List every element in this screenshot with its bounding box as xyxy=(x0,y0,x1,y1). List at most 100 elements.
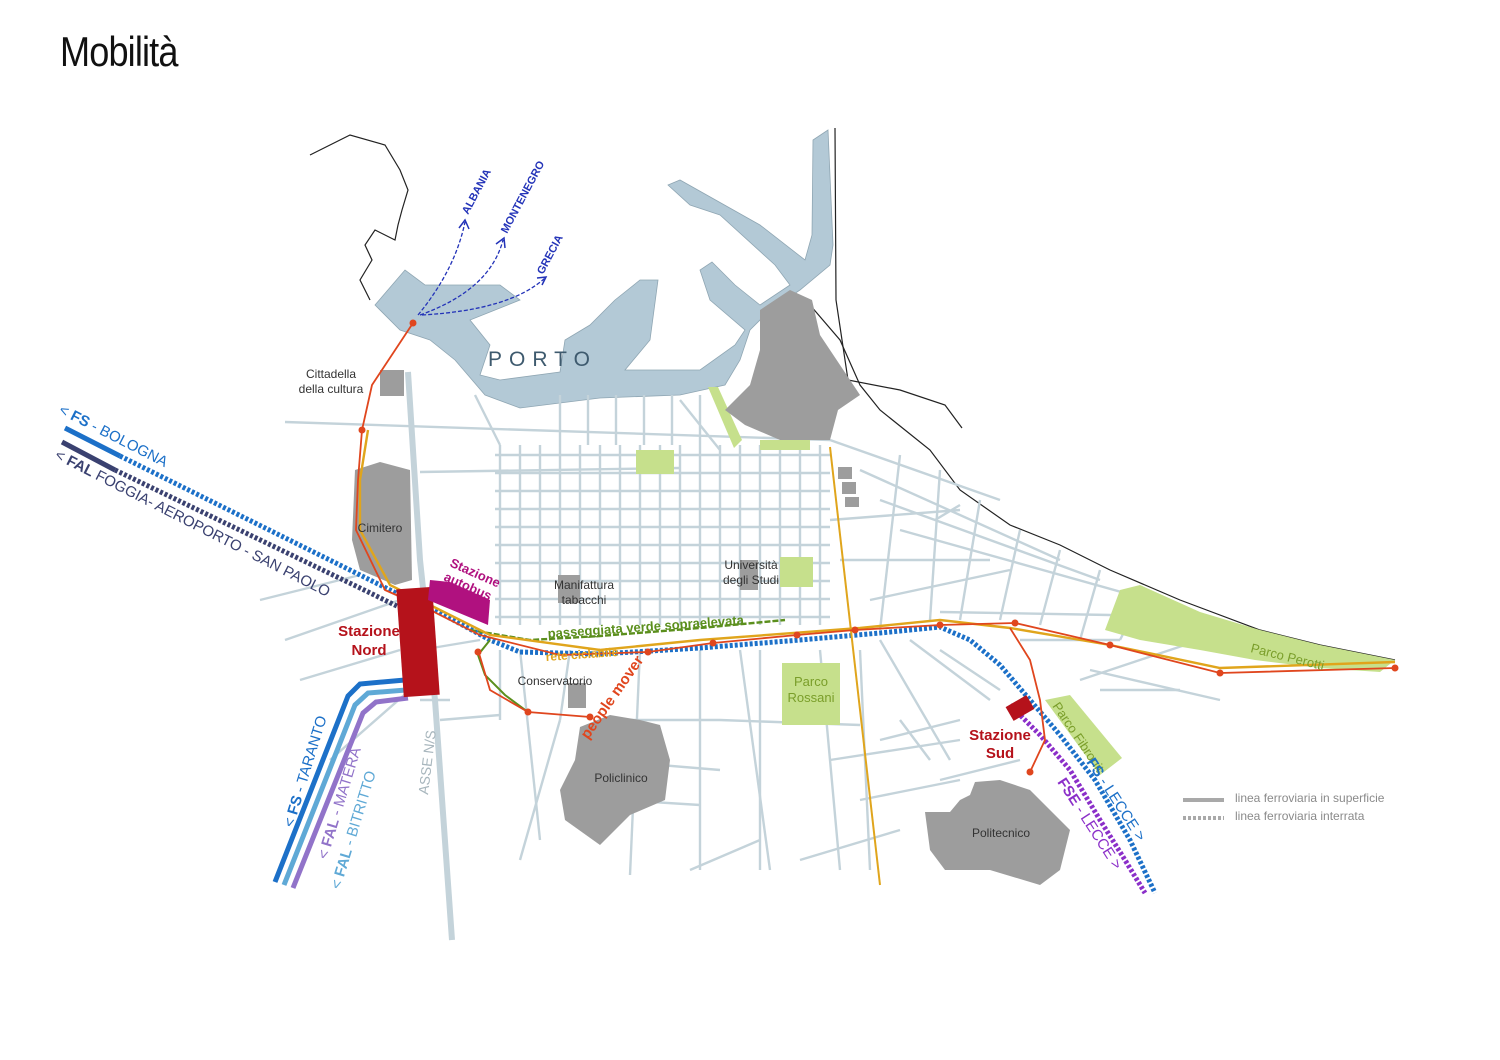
building-policlinico xyxy=(560,715,670,845)
building-small-1 xyxy=(838,467,852,479)
ferry-label-albania: ALBANIA xyxy=(460,167,494,216)
street xyxy=(878,454,902,631)
stazione-nord-label-line2: Nord xyxy=(352,642,387,659)
ferry-arrowheads xyxy=(458,218,548,286)
park-fibronit xyxy=(1045,695,1122,775)
rail-fal-matera xyxy=(281,687,407,886)
ferry-label-montenegro: MONTENEGRO xyxy=(499,159,547,236)
stazione-nord-marker[interactable] xyxy=(396,586,440,698)
people-mover-south xyxy=(477,649,591,718)
arrow-icon xyxy=(536,276,548,286)
street xyxy=(879,498,1101,582)
street xyxy=(738,649,772,871)
building-politecnico xyxy=(925,780,1070,885)
street xyxy=(299,648,401,682)
surface-rail xyxy=(60,425,409,889)
street xyxy=(909,639,991,701)
building-fiera xyxy=(725,290,860,440)
street xyxy=(689,838,761,872)
stop-cittadella[interactable] xyxy=(358,426,366,434)
street xyxy=(899,528,1151,602)
park-coast-strip xyxy=(708,387,742,448)
street xyxy=(958,499,982,621)
park-universita xyxy=(780,557,813,587)
stazione-autobus-marker[interactable] xyxy=(428,580,490,625)
people-mover-stops xyxy=(358,319,1399,776)
ferry-route-albania xyxy=(417,221,466,316)
street xyxy=(939,610,1111,617)
street xyxy=(829,738,961,762)
stop-centro-3[interactable] xyxy=(793,631,801,639)
building-small-2 xyxy=(842,482,856,494)
fal-foggia-rest: FOGGIA- AEROPORTO - SAN PAOLO xyxy=(89,465,333,600)
stop-conservatorio[interactable] xyxy=(474,648,482,656)
stazione-sud-label-line2: Sud xyxy=(986,745,1014,762)
street xyxy=(1038,549,1062,626)
street xyxy=(879,718,961,742)
street xyxy=(439,713,501,722)
legend-underground-label: linea ferroviaria interrata xyxy=(1235,809,1365,823)
stop-porto[interactable] xyxy=(409,319,417,327)
stop-south-1[interactable] xyxy=(524,708,532,716)
fs-taranto-brand: FS xyxy=(284,793,306,816)
rail-fse-underground xyxy=(1008,703,1148,895)
stazione-sud-label-line1: Stazione xyxy=(969,727,1031,744)
stop-centro-1[interactable] xyxy=(644,648,652,656)
legend-surface-label: linea ferroviaria in superficie xyxy=(1235,791,1385,805)
asse-label: ASSE N/S xyxy=(415,729,439,795)
legend: linea ferroviaria in superficie linea fe… xyxy=(1183,791,1385,823)
rail-fal-foggia-surface xyxy=(60,439,117,473)
manifattura-label-line2: tabacchi xyxy=(562,593,607,607)
people-mover-line xyxy=(355,322,1396,674)
stop-centro-4[interactable] xyxy=(851,626,859,634)
coastline-mole xyxy=(834,127,963,429)
street xyxy=(518,649,542,841)
street xyxy=(558,649,572,721)
porto-label: PORTO xyxy=(488,348,597,371)
stop-perotti-2[interactable] xyxy=(1216,669,1224,677)
politecnico-label: Politecnico xyxy=(972,826,1030,840)
rail-fs-bologna-surface xyxy=(63,425,122,459)
building-small-3 xyxy=(845,497,859,507)
universita-label-line1: Università xyxy=(724,558,778,572)
street xyxy=(859,778,961,802)
street xyxy=(284,598,401,642)
stop-south-2[interactable] xyxy=(586,713,594,721)
street xyxy=(799,828,901,862)
people-mover-sud xyxy=(1009,627,1046,773)
street xyxy=(829,438,1001,502)
stop-perotti-3[interactable] xyxy=(1391,664,1399,672)
building-universita xyxy=(740,560,758,590)
street xyxy=(1078,569,1102,641)
cittadella-label-line2: della cultura xyxy=(299,382,364,396)
parco-rossani-label-line1: Parco xyxy=(794,674,828,689)
coastline-east xyxy=(809,304,1396,661)
arrow-icon xyxy=(458,218,470,230)
street xyxy=(259,573,361,602)
rail-fs-bologna-underground xyxy=(118,453,412,603)
park-perotti xyxy=(1105,585,1395,672)
stop-centro-2[interactable] xyxy=(709,639,717,647)
park-rossani xyxy=(782,663,840,725)
ferry-route-grecia xyxy=(421,277,546,316)
rail-fal-foggia-underground xyxy=(113,467,407,613)
park-near-fiera xyxy=(760,440,810,450)
stop-centro-5[interactable] xyxy=(936,621,944,629)
harbour-water xyxy=(374,129,834,409)
stop-centro-6[interactable] xyxy=(1011,619,1019,627)
rete-ciclabile-asse xyxy=(829,446,881,886)
building-cittadella xyxy=(380,370,404,396)
ferry-routes xyxy=(417,221,546,316)
stop-politecnico[interactable] xyxy=(1026,768,1034,776)
stazione-sud-marker[interactable] xyxy=(1005,695,1035,721)
street xyxy=(679,399,721,451)
universita-label-line2: degli Studi xyxy=(723,573,779,587)
street xyxy=(998,529,1022,621)
street xyxy=(878,639,952,761)
parks xyxy=(636,387,1395,775)
manifattura-label-line1: Manifattura xyxy=(554,578,614,592)
street xyxy=(939,758,1021,782)
ferry-label-grecia: GRECIA xyxy=(535,233,566,276)
stop-perotti-1[interactable] xyxy=(1106,641,1114,649)
